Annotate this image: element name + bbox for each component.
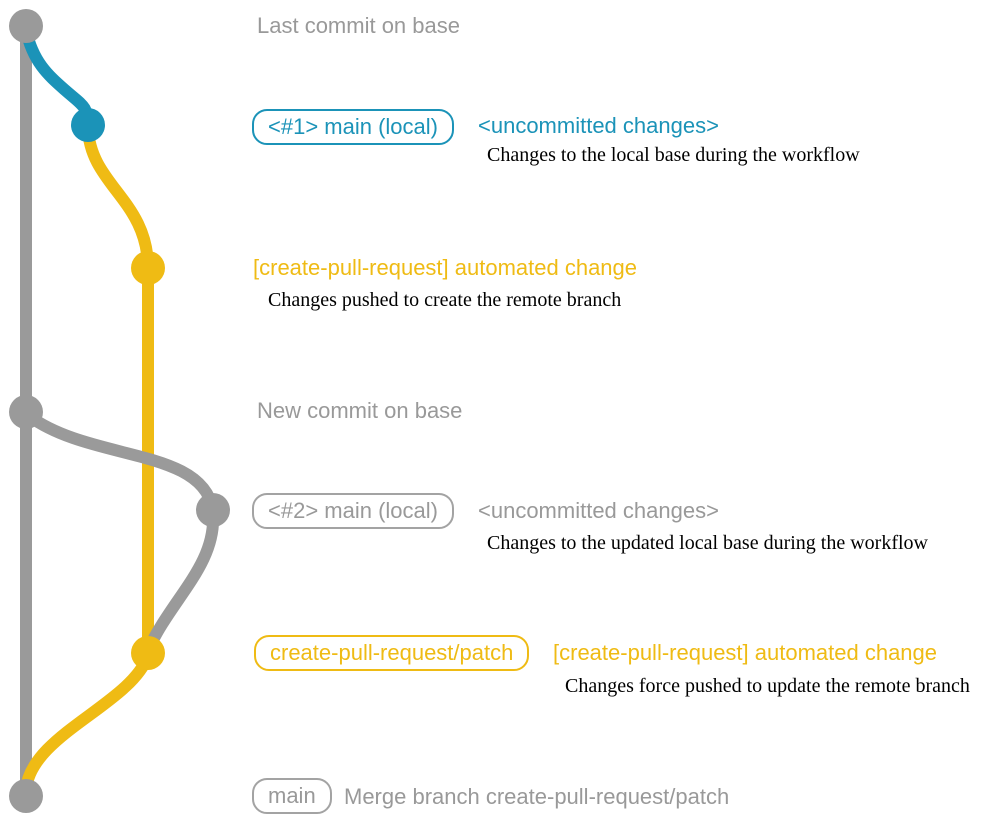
commit-node-new-base (9, 395, 43, 429)
merge-edge (20, 650, 154, 796)
commit-title-uncommitted-1: <uncommitted changes> (478, 113, 719, 138)
commit-message-merge: Merge branch create-pull-request/patch (344, 784, 730, 809)
commit-description-automated-2: Changes force pushed to update the remot… (565, 675, 970, 697)
commit-title-uncommitted-2: <uncommitted changes> (478, 498, 719, 523)
branch-label-main-local-2: <#2> main (local) (252, 493, 454, 529)
commit-description-uncommitted-1: Changes to the local base during the wor… (487, 144, 860, 166)
commit-description-automated-1: Changes pushed to create the remote bran… (268, 289, 622, 311)
commit-title-automated-2: [create-pull-request] automated change (553, 640, 938, 665)
caption-new-commit-on-base: New commit on base (257, 398, 463, 423)
commit-node-automated-1 (131, 251, 165, 285)
branch-label-main-local-1: <#1> main (local) (252, 109, 454, 145)
base-update-edge (23, 410, 219, 516)
push-edge-1 (82, 122, 154, 274)
commit-description-uncommitted-2: Changes to the updated local base during… (487, 532, 928, 554)
commit-node-automated-2 (131, 636, 165, 670)
commit-node-merge (9, 779, 43, 813)
branch-label-create-pull-request-patch: create-pull-request/patch (254, 635, 530, 671)
local-change-edge-1 (20, 24, 94, 131)
commit-node-uncommitted-1 (71, 108, 105, 142)
commit-node-uncommitted-2 (196, 493, 230, 527)
commit-title-automated-1: [create-pull-request] automated change (253, 255, 638, 280)
commit-node-last-base (9, 9, 43, 43)
rebase-edge (142, 508, 220, 656)
branch-label-main: main (252, 778, 332, 814)
caption-last-commit-on-base: Last commit on base (257, 13, 460, 38)
